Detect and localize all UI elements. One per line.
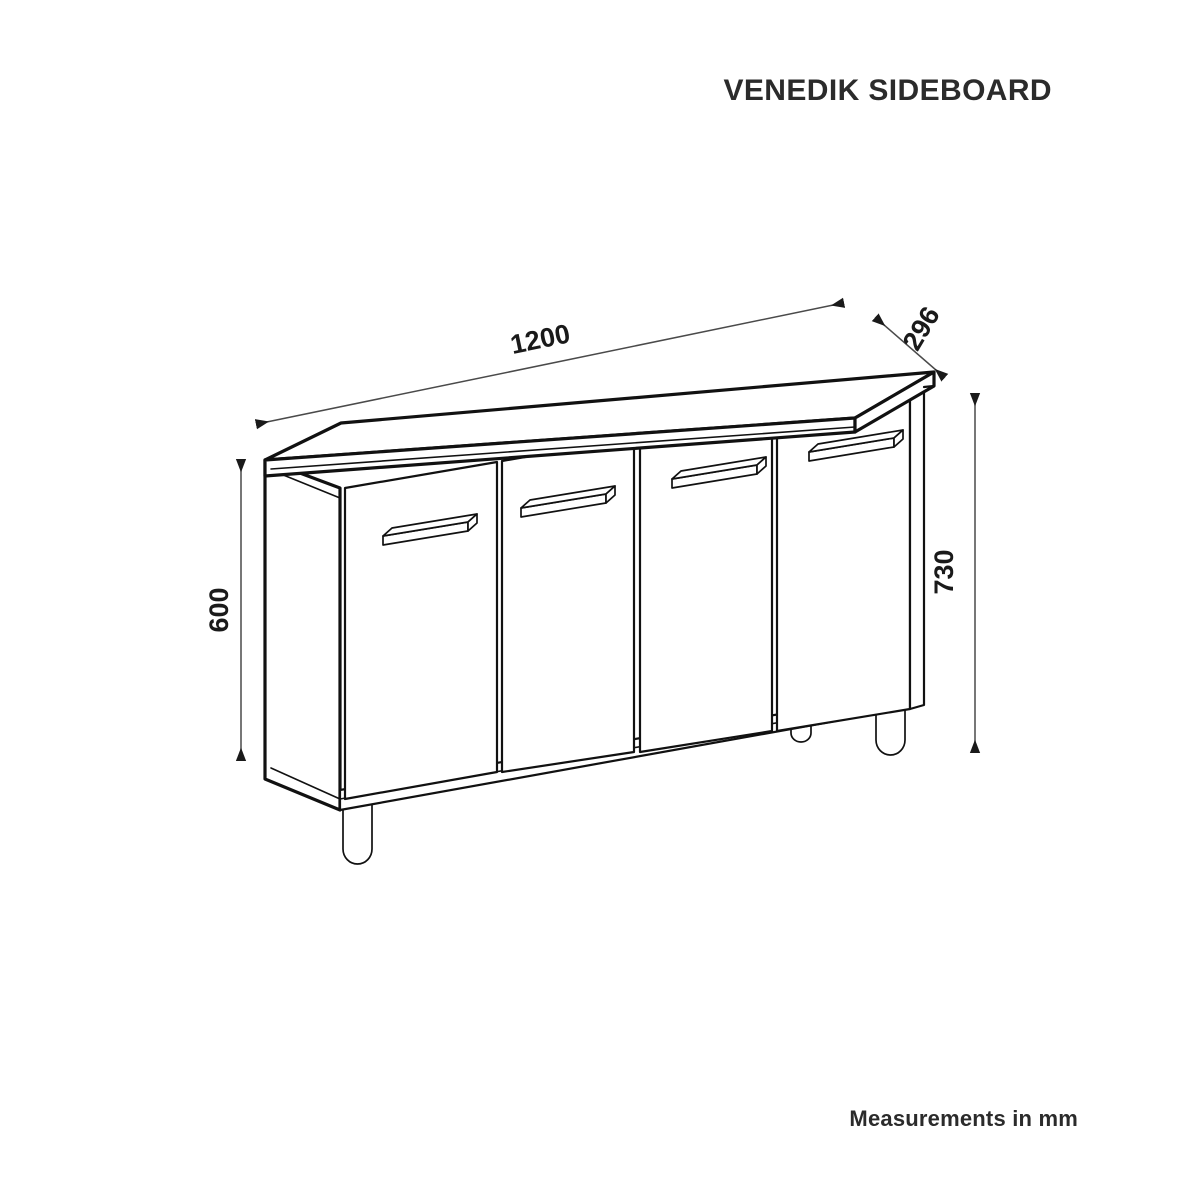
side-panel-left: [263, 458, 342, 812]
page-title: VENEDIK SIDEBOARD: [723, 74, 1052, 107]
depth-dimension-arrow: [871, 313, 949, 382]
side-panel-right: [908, 385, 926, 711]
door-1[interactable]: [343, 460, 499, 801]
total-height-dimension-label: 730: [929, 549, 959, 594]
top-panel-front-edge-reveal: [270, 426, 856, 470]
handle-door-2[interactable]: [520, 485, 616, 518]
side-panel-left-bottom-reveal: [270, 767, 341, 800]
total-height-dimension: 730: [929, 392, 981, 754]
handles-group: [382, 429, 904, 546]
width-dimension-arrow: [254, 297, 846, 430]
handle-door-4[interactable]: [808, 429, 904, 462]
handle-door-3[interactable]: [671, 456, 767, 489]
carcass-top-right-joint: [922, 384, 936, 389]
depth-dimension-label: 296: [897, 301, 946, 355]
body-height-dimension: 600: [204, 458, 247, 762]
depth-dimension: 296: [871, 301, 949, 382]
leg-front-left: [342, 797, 373, 865]
width-dimension-label: 1200: [508, 318, 573, 360]
body-height-dimension-label: 600: [204, 587, 234, 632]
measurement-unit-note: Measurements in mm: [849, 1106, 1078, 1131]
handle-door-1[interactable]: [382, 513, 478, 546]
sideboard-body: [263, 370, 936, 865]
